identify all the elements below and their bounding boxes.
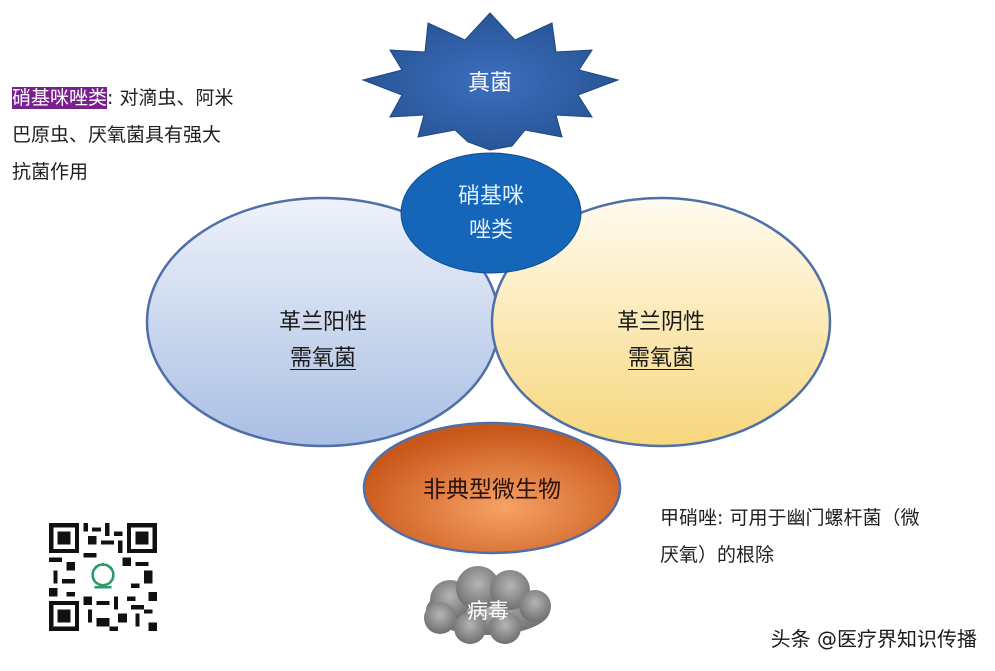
atypical-label: 非典型微生物: [423, 477, 561, 503]
note-line3: 抗菌作用: [12, 161, 89, 183]
gram-negative-ellipse: [490, 196, 832, 448]
atypical-ellipse: [362, 421, 622, 555]
gram-positive-label: 革兰阳性 需氧菌: [233, 305, 413, 377]
fungi-label: 真菌: [467, 71, 512, 96]
fungi-starburst: [361, 12, 620, 151]
gram-negative-line2: 需氧菌: [627, 346, 694, 371]
note-line1: : 对滴虫、阿米: [107, 87, 234, 109]
gram-positive-line2: 需氧菌: [289, 346, 356, 371]
note-metronidazole: 甲硝唑: 可用于幽门螺杆菌（微 厌氧）的根除: [660, 500, 990, 574]
note-metronidazole-line2: 厌氧）的根除: [660, 544, 775, 566]
nitroimidazole-line2: 唑类: [468, 218, 513, 243]
gram-negative-line1: 革兰阴性: [616, 310, 705, 335]
note-line2: 巴原虫、厌氧菌具有强大: [12, 124, 222, 146]
watermark: 头条 @医疗界知识传播: [770, 627, 977, 651]
gram-positive-line1: 革兰阳性: [278, 310, 367, 335]
note-highlight: 硝基咪唑类: [12, 87, 108, 109]
qr-code-icon: [49, 523, 157, 631]
nitroimidazole-ellipse: [400, 152, 582, 274]
virus-cloud: [424, 566, 551, 644]
nitroimidazole-label: 硝基咪 唑类: [431, 180, 551, 248]
note-metronidazole-line1: 甲硝唑: 可用于幽门螺杆菌（微: [660, 507, 920, 529]
note-nitroimidazole: 硝基咪唑类: 对滴虫、阿米 巴原虫、厌氧菌具有强大 抗菌作用: [12, 80, 302, 191]
virus-label: 病毒: [467, 599, 509, 623]
gram-negative-label: 革兰阴性 需氧菌: [571, 305, 751, 377]
nitroimidazole-line1: 硝基咪: [457, 184, 524, 209]
